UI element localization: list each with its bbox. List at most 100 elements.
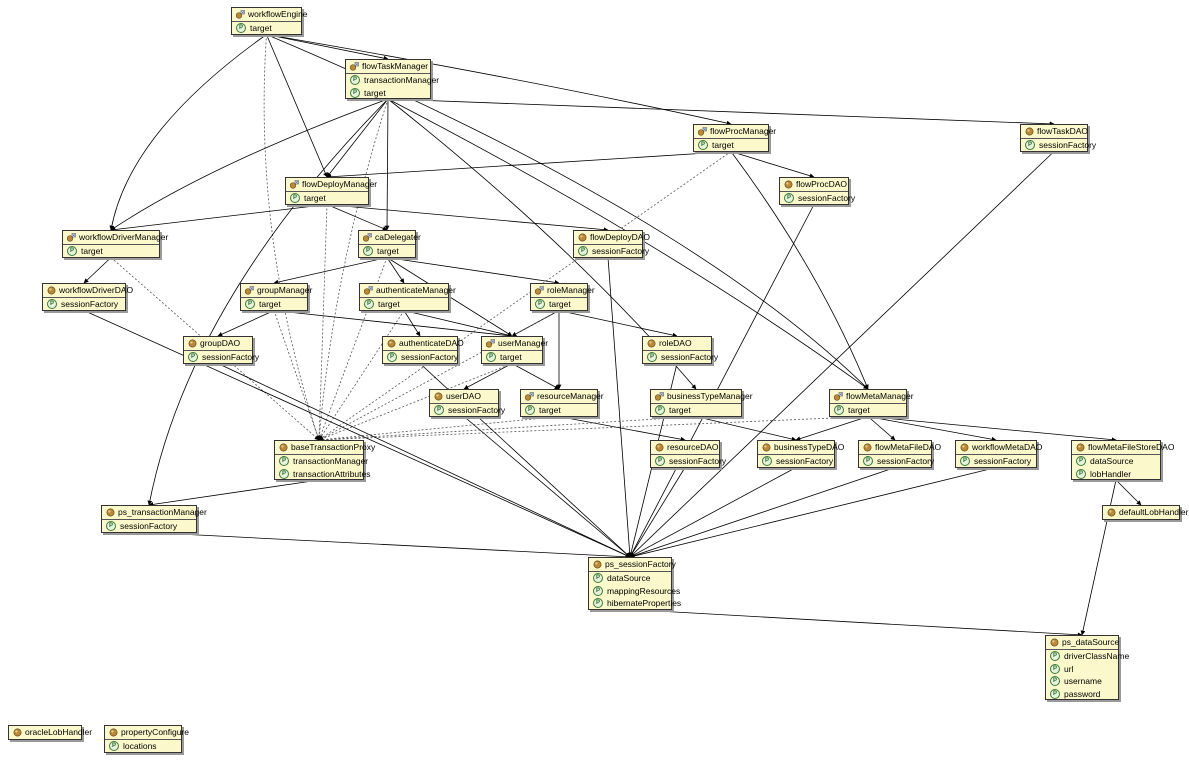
proxy-bean-icon: [236, 10, 245, 19]
property-icon: P: [655, 405, 665, 416]
bean-name: businessTypeManager: [667, 391, 753, 401]
property-name: target: [549, 299, 571, 309]
edge-flowDeployManager-to-caDelegater: [326, 204, 388, 231]
edge-authenticateManager-to-baseTransactionProxy: [318, 310, 405, 441]
bean-name: flowMetaFileDAO: [875, 442, 942, 452]
bean-header: flowTaskManager: [346, 60, 430, 74]
property-icon: P: [486, 352, 496, 363]
bean-oracleLobHandler[interactable]: oracleLobHandler: [8, 725, 92, 740]
property-icon: P: [647, 352, 657, 363]
bean-name: flowDeployDAO: [590, 232, 650, 242]
property-icon: P: [960, 456, 970, 467]
property-icon: P: [279, 456, 289, 467]
property-icon: P: [593, 573, 603, 584]
property-name: driverClassName: [1064, 651, 1130, 661]
property-icon: P: [698, 140, 708, 151]
edge-caDelegater-to-groupManager: [273, 257, 388, 285]
property-name: target: [81, 246, 103, 256]
edge-flowMetaManager-to-flowMetaFileStoreDAO: [867, 416, 1117, 442]
edge-flowDeployManager-to-baseTransactionProxy: [316, 204, 328, 441]
bean-defaultLobHandler[interactable]: defaultLobHandler: [1102, 505, 1188, 520]
edge-caDelegater-to-roleManager: [386, 257, 560, 285]
bean-icon: [1025, 127, 1034, 136]
bean-header: workflowMetaDAO: [956, 441, 1042, 455]
bean-icon: [387, 339, 396, 348]
bean-icon: [188, 339, 197, 348]
edge-flowDeployManager-to-flowDeployDAO: [326, 204, 609, 232]
property-icon: P: [1050, 651, 1060, 662]
edge-roleManager-to-roleDAO: [558, 310, 678, 338]
property-name: sessionFactory: [202, 352, 260, 362]
property-icon: P: [290, 193, 300, 204]
property-name: sessionFactory: [661, 352, 719, 362]
property-name: target: [250, 23, 272, 33]
bean-name: roleManager: [547, 285, 595, 295]
property-name: target: [259, 299, 281, 309]
property-icon: P: [535, 299, 545, 310]
proxy-bean-icon: [290, 180, 299, 189]
bean-header: ps_dataSource: [1046, 636, 1119, 650]
property-name: target: [539, 405, 561, 415]
bean-header: userDAO: [430, 390, 498, 404]
bean-name: authenticateManager: [376, 285, 456, 295]
bean-icon: [655, 443, 664, 452]
bean-icon: [13, 728, 22, 737]
bean-header: groupDAO: [184, 337, 252, 351]
edge-workflowEngine-to-flowDeployManager: [266, 34, 328, 178]
property-icon: P: [434, 405, 444, 416]
bean-name: groupManager: [257, 285, 313, 295]
property-icon: P: [236, 23, 246, 34]
bean-header: oracleLobHandler: [9, 726, 92, 739]
property-name: sessionFactory: [61, 299, 119, 309]
bean-name: workflowEngine: [248, 9, 308, 19]
bean-header: roleManager: [531, 284, 595, 298]
edge-roleManager-to-baseTransactionProxy: [318, 310, 560, 441]
property-name: mappingResources: [607, 585, 681, 596]
property-name: sessionFactory: [1039, 140, 1097, 150]
property-icon: P: [109, 741, 119, 752]
bean-name: propertyConfigure: [121, 727, 190, 737]
property-name: target: [378, 299, 400, 309]
